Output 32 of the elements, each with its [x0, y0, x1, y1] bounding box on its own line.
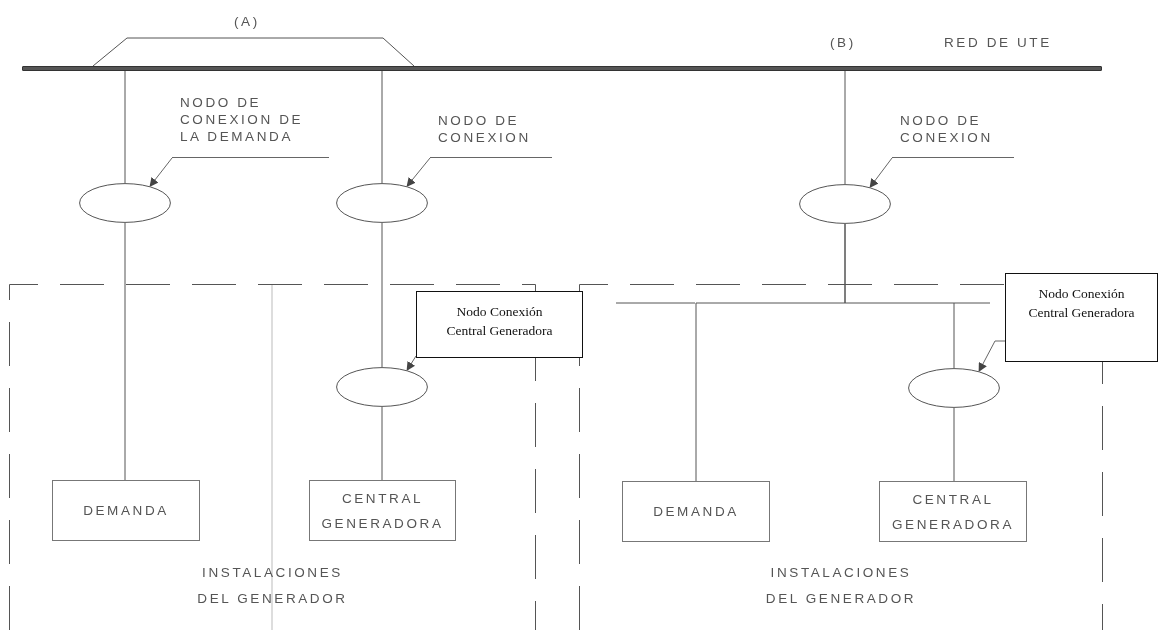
connection-node-ellipse — [799, 184, 891, 224]
callout-box: Nodo Conexión Central Generadora — [1005, 273, 1158, 362]
connection-line — [844, 70, 846, 185]
connection-line — [844, 223, 955, 369]
section-label: (B) — [830, 35, 856, 51]
callout-box: Nodo Conexión Central Generadora — [416, 291, 583, 358]
region-label: INSTALACIONES DEL GENERADOR — [196, 564, 349, 608]
equipment-box: DEMANDA — [622, 481, 770, 542]
equipment-box: CENTRAL GENERADORA — [309, 480, 456, 541]
leader-arrow — [978, 340, 1006, 372]
leader-arrow — [406, 355, 417, 371]
equipment-box: CENTRAL GENERADORA — [879, 481, 1027, 542]
callout-label: NODO DE CONEXION DE LA DEMANDA — [172, 94, 329, 158]
connection-line — [381, 222, 383, 368]
connection-line — [124, 222, 126, 481]
leader-arrow — [406, 157, 431, 187]
connection-line — [124, 70, 126, 184]
region-label: INSTALACIONES DEL GENERADOR — [764, 564, 918, 608]
connection-line — [953, 407, 955, 482]
connection-line — [381, 70, 383, 184]
connection-node-ellipse — [336, 183, 428, 223]
connection-node-ellipse — [336, 367, 428, 407]
network-label: RED DE UTE — [944, 35, 1052, 51]
equipment-box: DEMANDA — [52, 480, 200, 541]
leader-arrow — [149, 157, 173, 187]
connection-node-ellipse — [908, 368, 1000, 408]
connection-line — [381, 406, 383, 481]
callout-label: NODO DE CONEXION — [430, 112, 552, 158]
callout-label: NODO DE CONEXION — [892, 112, 1014, 158]
section-label: (A) — [234, 14, 260, 30]
connection-node-ellipse — [79, 183, 171, 223]
leader-arrow — [869, 157, 893, 188]
